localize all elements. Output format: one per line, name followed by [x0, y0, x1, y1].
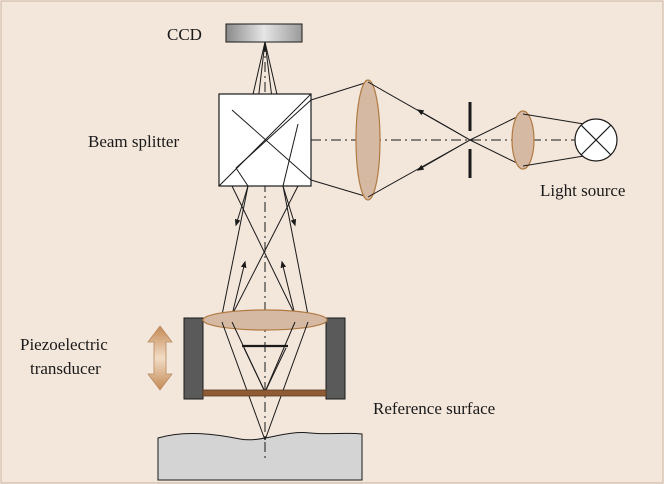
ccd-sensor [225, 23, 303, 43]
objective-rays [221, 185, 309, 316]
sample-rays [221, 321, 309, 441]
light-source-label: Light source [540, 181, 625, 200]
beam-splitter-label: Beam splitter [88, 132, 179, 151]
housing-right-block [325, 317, 346, 400]
ccd-label: CCD [167, 25, 202, 44]
condenser-lens [511, 110, 535, 170]
piezo-label-line1: Piezoelectric [20, 335, 108, 354]
housing-left-block [183, 317, 204, 400]
piezo-label-line2: transducer [30, 359, 101, 378]
sample-surface [157, 432, 363, 481]
aperture-rays [367, 81, 524, 198]
beam-splitter-diagonal [218, 93, 312, 187]
collimated-rays [310, 81, 369, 198]
beam-splitter-internal-rays [231, 99, 312, 187]
piezo-motion-arrow [147, 325, 173, 391]
reference-plate [202, 389, 327, 397]
collimating-lens [355, 79, 381, 201]
reference-surface-label: Reference surface [373, 399, 495, 418]
light-source-icon [574, 118, 618, 162]
objective-lens [202, 309, 328, 331]
